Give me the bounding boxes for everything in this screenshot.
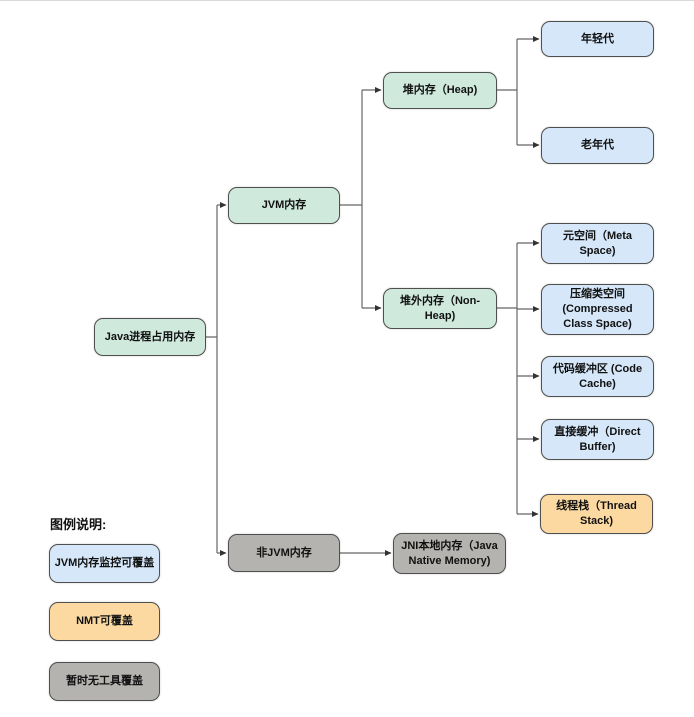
legend-item-no-tool-coverage: 暂时无工具覆盖 <box>49 662 160 701</box>
node-non-heap-memory: 堆外内存（Non- Heap) <box>383 288 497 329</box>
node-thread-stack: 线程栈（Thread Stack) <box>540 494 653 534</box>
node-meta-space: 元空间（Meta Space) <box>541 223 654 264</box>
node-heap-memory: 堆内存（Heap) <box>383 72 497 109</box>
node-jvm-memory: JVM内存 <box>228 187 340 224</box>
connector-jvm-trunk <box>340 90 363 308</box>
node-code-cache: 代码缓冲区 (Code Cache) <box>541 356 654 397</box>
node-non-jvm-memory: 非JVM内存 <box>228 534 340 572</box>
node-young-generation: 年轻代 <box>541 21 654 57</box>
legend-item-nmt-coverable: NMT可覆盖 <box>49 602 160 641</box>
node-direct-buffer: 直接缓冲（Direct Buffer) <box>541 419 654 460</box>
node-old-generation: 老年代 <box>541 127 654 164</box>
node-jni-native-memory: JNI本地内存（Java Native Memory) <box>393 533 506 574</box>
legend-item-jvm-monitor-coverable: JVM内存监控可覆盖 <box>49 544 160 583</box>
legend-title: 图例说明: <box>50 517 107 532</box>
connector-heap-trunk <box>497 39 518 145</box>
node-compressed-class-space: 压缩类空间 (Compressed Class Space) <box>541 284 654 335</box>
node-java-process-memory: Java进程占用内存 <box>94 318 206 356</box>
connector-nonheap-trunk <box>497 243 518 514</box>
connector-root-trunk <box>206 205 218 553</box>
